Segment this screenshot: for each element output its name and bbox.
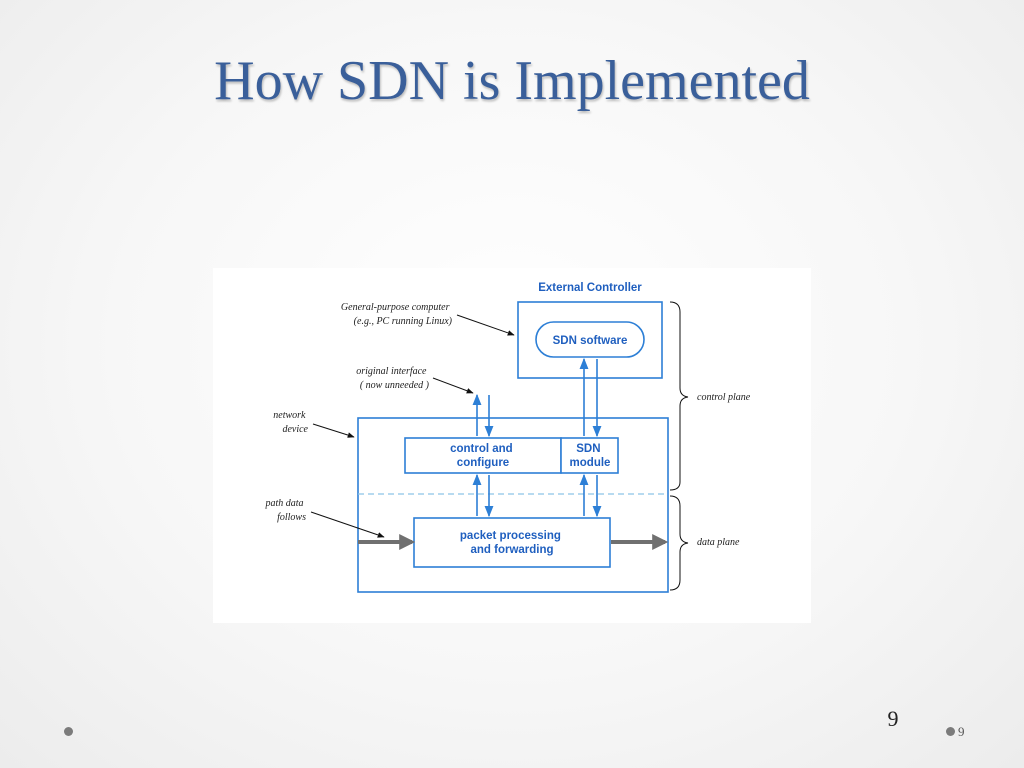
data-plane-label: data plane: [697, 537, 740, 548]
path-data-line2: follows: [277, 512, 306, 523]
original-interface-pointer: [432, 377, 474, 394]
footer-left-dot: [64, 727, 73, 736]
data-plane-brace: [669, 495, 689, 591]
svg-text:network device: network device: [273, 410, 308, 435]
svg-text:path data follows: path data follows: [264, 498, 306, 523]
svg-text:original interface ( now u: original interface ( now unneeded ): [356, 366, 429, 391]
original-interface-line2: ( now unneeded ): [360, 380, 430, 391]
sdn-module-line1: SDN: [576, 443, 600, 455]
packet-processing-line1: packet processing: [460, 530, 561, 542]
external-controller-label: External Controller: [538, 282, 642, 294]
svg-text:packet processing and forw: packet processing and forwarding: [460, 530, 564, 556]
path-data-line1: path data: [264, 498, 303, 509]
control-plane-label: control plane: [697, 392, 751, 403]
sdn-module-line2: module: [570, 457, 611, 469]
sdn-software-pill: [535, 321, 645, 358]
control-and-configure-line1: control and: [450, 443, 513, 455]
general-purpose-computer-line1: General-purpose computer: [341, 302, 450, 313]
footer-right-dot: [946, 727, 955, 736]
svg-text:General-purpose computer (: General-purpose computer (e.g., PC runni…: [341, 302, 453, 327]
general-purpose-computer-pointer: [456, 314, 515, 336]
slide-title: How SDN is Implemented: [214, 50, 810, 112]
control-plane-brace: [669, 301, 689, 491]
general-purpose-computer-line2: (e.g., PC running Linux): [354, 316, 453, 327]
network-device-line1: network: [273, 410, 306, 421]
control-and-configure-line2: configure: [457, 457, 509, 469]
network-device-pointer: [312, 423, 355, 438]
sdn-software-label: SDN software: [553, 335, 628, 347]
packet-processing-box: [413, 517, 611, 568]
footer-page-number: 9: [958, 724, 965, 739]
packet-processing-line2: and forwarding: [470, 544, 553, 556]
original-interface-line1: original interface: [356, 366, 427, 377]
slide-page-number: 9: [887, 706, 899, 731]
svg-text:control and configure: control and configure: [450, 443, 516, 469]
network-device-line2: device: [282, 424, 308, 435]
sdn-module-box: [560, 437, 619, 474]
path-data-pointer: [310, 511, 385, 538]
svg-text:SDN module: SDN module: [570, 443, 611, 469]
